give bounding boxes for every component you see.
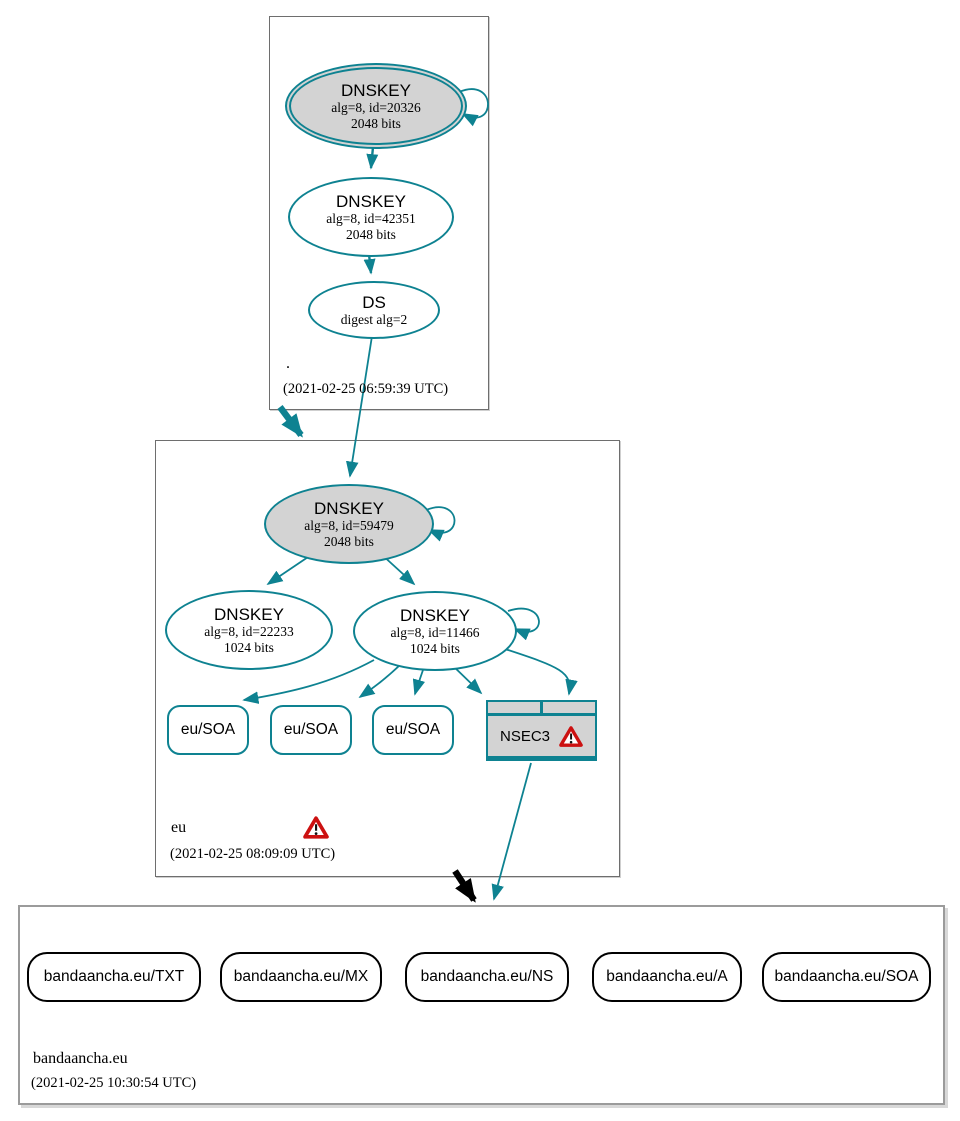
node-root-ksk[interactable]: DNSKEY alg=8, id=20326 2048 bits [285, 63, 467, 149]
node-nsec3[interactable]: NSEC3 [486, 700, 597, 761]
node-eu-zsk-22233[interactable]: DNSKEY alg=8, id=22233 1024 bits [165, 590, 333, 670]
node-title: DNSKEY [314, 498, 384, 518]
node-title: DNSKEY [400, 605, 470, 625]
node-title: DS [362, 292, 386, 312]
node-title: DNSKEY [214, 604, 284, 624]
node-bandaancha-soa[interactable]: bandaancha.eu/SOA [762, 952, 931, 1002]
node-bits: 2048 bits [324, 533, 374, 549]
nsec3-header-cell-left [488, 702, 540, 713]
zone-timestamp-eu: (2021-02-25 08:09:09 UTC) [170, 846, 336, 862]
node-bits: 1024 bits [224, 639, 274, 655]
rrset-label: eu/SOA [385, 721, 441, 738]
node-eu-soa-2[interactable]: eu/SOA [270, 705, 352, 755]
node-alg-id: alg=8, id=20326 [331, 99, 421, 115]
node-digest: digest alg=2 [340, 311, 408, 327]
nsec3-label: NSEC3 [499, 727, 551, 745]
node-title: DNSKEY [336, 191, 406, 211]
zone-warning-icon-eu [303, 816, 329, 839]
ksk-double-ring [289, 67, 463, 145]
rrset-label: eu/SOA [283, 721, 339, 738]
zone-box-bandaancha [18, 905, 945, 1105]
node-bandaancha-ns[interactable]: bandaancha.eu/NS [405, 952, 569, 1002]
node-eu-ksk[interactable]: DNSKEY alg=8, id=59479 2048 bits [264, 484, 434, 564]
node-alg-id: alg=8, id=22233 [204, 623, 294, 639]
zone-label-eu: eu [171, 819, 187, 836]
zone-timestamp-bandaancha: (2021-02-25 10:30:54 UTC) [31, 1075, 197, 1091]
nsec3-header-cell-right [543, 702, 595, 713]
rrset-label: bandaancha.eu/TXT [43, 968, 185, 985]
node-bandaancha-txt[interactable]: bandaancha.eu/TXT [27, 952, 201, 1002]
rrset-label: eu/SOA [180, 721, 236, 738]
node-root-zsk[interactable]: DNSKEY alg=8, id=42351 2048 bits [288, 177, 454, 257]
node-bits: 2048 bits [351, 115, 401, 131]
node-bandaancha-mx[interactable]: bandaancha.eu/MX [220, 952, 382, 1002]
warning-icon [559, 725, 583, 747]
node-alg-id: alg=8, id=11466 [390, 624, 480, 640]
rrset-label: bandaancha.eu/A [606, 968, 728, 985]
zone-box-eu [155, 440, 620, 877]
node-bandaancha-a[interactable]: bandaancha.eu/A [592, 952, 742, 1002]
zone-timestamp-root: (2021-02-25 06:59:39 UTC) [283, 381, 449, 397]
rrset-label: bandaancha.eu/SOA [774, 968, 919, 985]
node-title: DNSKEY [341, 80, 411, 100]
node-root-ds[interactable]: DS digest alg=2 [308, 281, 440, 339]
node-eu-soa-3[interactable]: eu/SOA [372, 705, 454, 755]
node-bits: 2048 bits [346, 226, 396, 242]
node-eu-zsk-11466[interactable]: DNSKEY alg=8, id=11466 1024 bits [353, 591, 517, 671]
zone-box-root [269, 16, 489, 410]
node-alg-id: alg=8, id=42351 [326, 210, 416, 226]
node-bits: 1024 bits [410, 640, 460, 656]
zone-label-bandaancha: bandaancha.eu [33, 1050, 128, 1067]
rrset-label: bandaancha.eu/MX [233, 968, 369, 985]
rrset-label: bandaancha.eu/NS [420, 968, 554, 985]
edge-delegation-root-eu [277, 405, 304, 438]
zone-label-root: . [286, 355, 290, 372]
node-eu-soa-1[interactable]: eu/SOA [167, 705, 249, 755]
node-alg-id: alg=8, id=59479 [304, 517, 394, 533]
